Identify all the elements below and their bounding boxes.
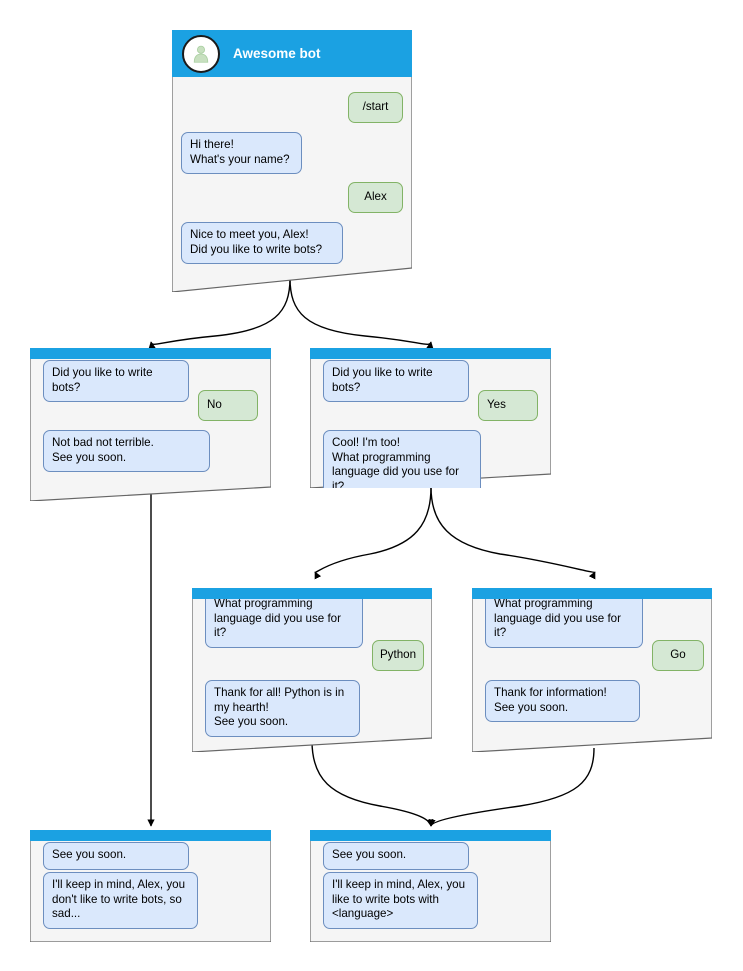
card-python-branch-body: What programming language did you use fo… <box>192 588 432 752</box>
message-bubble-bot: Not bad not terrible. See you soon. <box>43 430 210 473</box>
message-bubble-bot: What programming language did you use fo… <box>205 591 363 648</box>
message-bubble-bot: Cool! I'm too! What programming language… <box>323 430 481 488</box>
card-root[interactable]: Awesome bot /start Hi there! What's your… <box>172 30 412 292</box>
card-yes-branch-body: Did you like to write bots? Yes Cool! I'… <box>310 348 551 488</box>
message-bubble-user: /start <box>348 92 403 123</box>
card-no-branch[interactable]: Did you like to write bots? No Not bad n… <box>30 348 271 501</box>
message-bubble-bot: Did you like to write bots? <box>43 360 189 403</box>
message-bubble-bot: Nice to meet you, Alex! Did you like to … <box>181 222 343 265</box>
connector-yes-to-python <box>314 486 432 580</box>
person-avatar-icon <box>182 34 220 73</box>
card-yes-branch-header <box>310 348 551 359</box>
card-go-branch-body: What programming language did you use fo… <box>472 588 712 752</box>
card-no-branch-header <box>30 348 271 359</box>
connector-python-to-end-happy <box>311 740 434 827</box>
message-bubble-bot: See you soon. <box>43 842 189 870</box>
message-bubble-bot: Did you like to write bots? <box>323 360 469 403</box>
message-bubble-user: No <box>198 390 258 421</box>
connector-go-to-end-happy <box>428 747 595 827</box>
card-end-happy-body: See you soon. I'll keep in mind, Alex, y… <box>310 830 551 942</box>
card-end-happy[interactable]: See you soon. I'll keep in mind, Alex, y… <box>310 830 551 942</box>
card-root-body: Awesome bot /start Hi there! What's your… <box>172 30 412 292</box>
message-bubble-bot: Thank for all! Python is in my hearth! S… <box>205 680 360 737</box>
message-bubble-user: Yes <box>478 390 538 421</box>
message-bubble-bot: I'll keep in mind, Alex, you don't like … <box>43 872 198 929</box>
message-bubble-user: Go <box>652 640 704 671</box>
message-bubble-bot: Thank for information! See you soon. <box>485 680 640 723</box>
card-go-branch[interactable]: What programming language did you use fo… <box>472 588 712 752</box>
card-root-title: Awesome bot <box>233 46 321 61</box>
card-root-header: Awesome bot <box>172 30 412 77</box>
card-no-branch-body: Did you like to write bots? No Not bad n… <box>30 348 271 501</box>
message-bubble-bot: What programming language did you use fo… <box>485 591 643 648</box>
connector-yes-to-go <box>430 486 596 580</box>
card-yes-branch[interactable]: Did you like to write bots? Yes Cool! I'… <box>310 348 551 488</box>
card-go-branch-header <box>472 588 712 599</box>
message-bubble-bot: See you soon. <box>323 842 469 870</box>
card-end-sad-header <box>30 830 271 841</box>
card-python-branch[interactable]: What programming language did you use fo… <box>192 588 432 752</box>
card-end-sad-body: See you soon. I'll keep in mind, Alex, y… <box>30 830 271 942</box>
message-bubble-bot: Hi there! What's your name? <box>181 132 302 175</box>
card-python-branch-header <box>192 588 432 599</box>
card-end-sad[interactable]: See you soon. I'll keep in mind, Alex, y… <box>30 830 271 942</box>
message-bubble-bot: I'll keep in mind, Alex, you like to wri… <box>323 872 478 929</box>
message-bubble-user: Alex <box>348 182 403 213</box>
card-end-happy-header <box>310 830 551 841</box>
message-bubble-user: Python <box>372 640 424 671</box>
